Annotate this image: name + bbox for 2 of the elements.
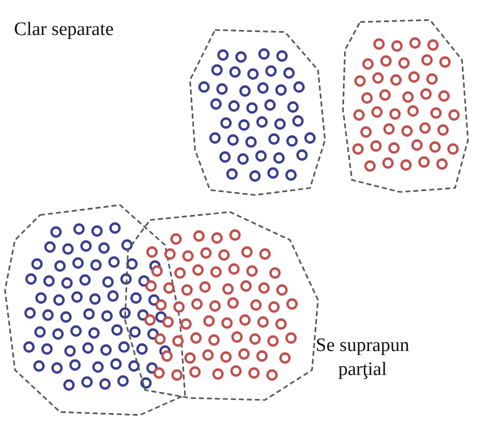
caption-text: Clar separate — [14, 18, 114, 42]
caption-text: Se suprapun parţial — [314, 334, 410, 382]
